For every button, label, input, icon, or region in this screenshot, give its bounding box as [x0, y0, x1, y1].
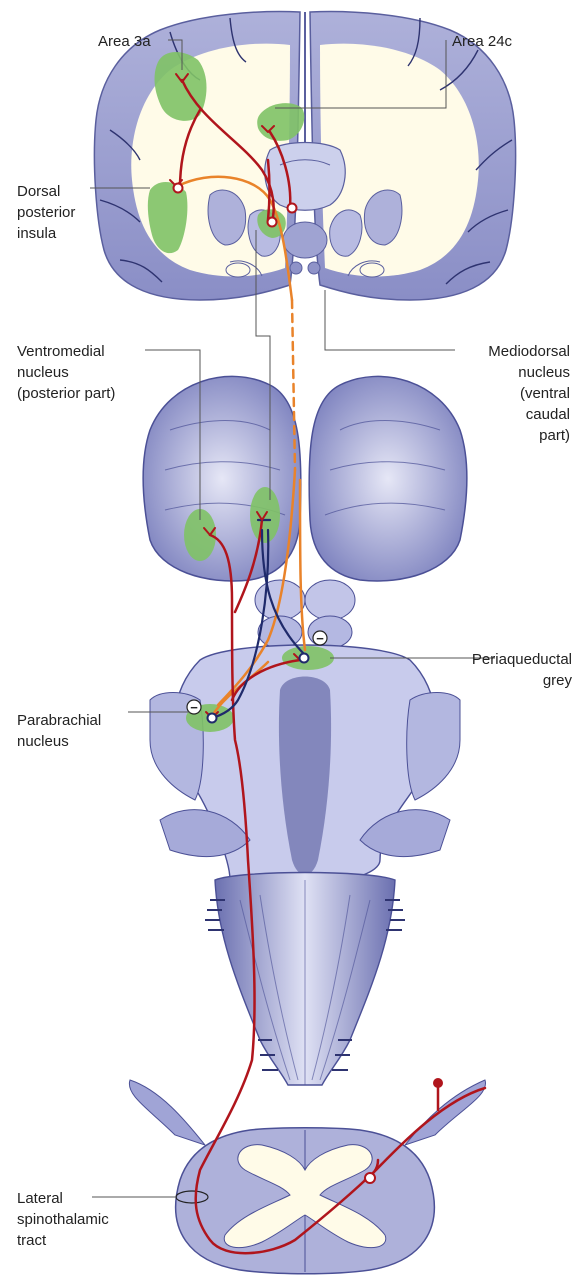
label-area-3a: Area 3a	[98, 33, 151, 50]
label-mediodorsal-4: caudal	[526, 406, 570, 423]
label-parabrachial-1: Parabrachial	[17, 712, 101, 729]
left-dorsal-root	[129, 1080, 205, 1145]
label-mediodorsal-3: (ventral	[520, 385, 570, 402]
inhibition-sign-pb: −	[190, 700, 198, 715]
label-mediodorsal-5: part)	[539, 427, 570, 444]
label-lateral-spinothalamic-2: spinothalamic	[17, 1211, 109, 1228]
label-dorsal-posterior-insula-2: posterior	[17, 204, 75, 221]
label-area-24c: Area 24c	[452, 33, 513, 50]
label-lateral-spinothalamic-3: tract	[17, 1232, 47, 1249]
label-periaqueductal-2: grey	[543, 672, 573, 689]
right-dorsal-root	[405, 1080, 486, 1145]
label-dorsal-posterior-insula-1: Dorsal	[17, 183, 60, 200]
label-ventromedial-3: (posterior part)	[17, 385, 115, 402]
label-mediodorsal-2: nucleus	[518, 364, 570, 381]
label-lateral-spinothalamic-1: Lateral	[17, 1190, 63, 1207]
label-parabrachial-2: nucleus	[17, 733, 69, 750]
label-mediodorsal-1: Mediodorsal	[488, 343, 570, 360]
spinal-cord-section	[129, 1080, 485, 1274]
label-periaqueductal-1: Periaqueductal	[472, 651, 572, 668]
right-thalamus	[309, 376, 467, 581]
inhibition-sign-pag: −	[316, 631, 324, 646]
label-ventromedial-2: nucleus	[17, 364, 69, 381]
brainstem	[143, 376, 467, 1085]
coronal-brain-section	[94, 12, 515, 300]
label-ventromedial-1: Ventromedial	[17, 343, 105, 360]
left-thalamus	[143, 376, 301, 581]
label-dorsal-posterior-insula-3: insula	[17, 225, 57, 242]
